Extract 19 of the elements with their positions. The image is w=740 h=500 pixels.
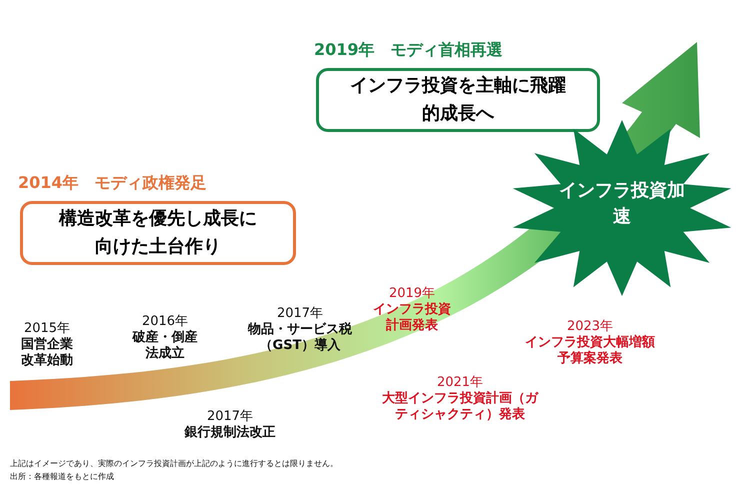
event-text: インフラ投資大幅増額予算案発表 bbox=[525, 335, 655, 367]
year-label: 2017年 bbox=[206, 409, 254, 425]
callout-box: 構造改革を優先し成長に向けた土台作り bbox=[20, 201, 296, 265]
event-text: 破産・倒産法成立 bbox=[131, 330, 198, 362]
event-text: インフラ投資計画発表 bbox=[372, 302, 452, 334]
event-text: 大型インフラ投資計画（ガティシャクティ）発表 bbox=[381, 391, 540, 423]
year-label: 2016年 bbox=[140, 314, 190, 330]
year-label: 2017年 bbox=[276, 306, 324, 322]
year-label: 2023年 bbox=[566, 319, 614, 335]
year-label: 2015年 bbox=[22, 321, 72, 337]
footnote: 上記はイメージであり、実際のインフラ投資計画が上記のように進行するとは限りません。 bbox=[10, 458, 338, 469]
heading: 2019年 モディ首相再選 bbox=[314, 40, 503, 61]
year-label: 2019年 bbox=[388, 286, 436, 302]
heading: 2014年 モディ政権発足 bbox=[18, 173, 207, 194]
footnote: 出所：各種報道をもとに作成 bbox=[10, 471, 114, 482]
callout-box: インフラ投資を主軸に飛躍的成長へ bbox=[316, 68, 600, 132]
year-label: 2021年 bbox=[436, 375, 484, 391]
event-text: 国営企業改革始動 bbox=[20, 337, 74, 369]
event-text: 銀行規制法改正 bbox=[183, 425, 276, 441]
